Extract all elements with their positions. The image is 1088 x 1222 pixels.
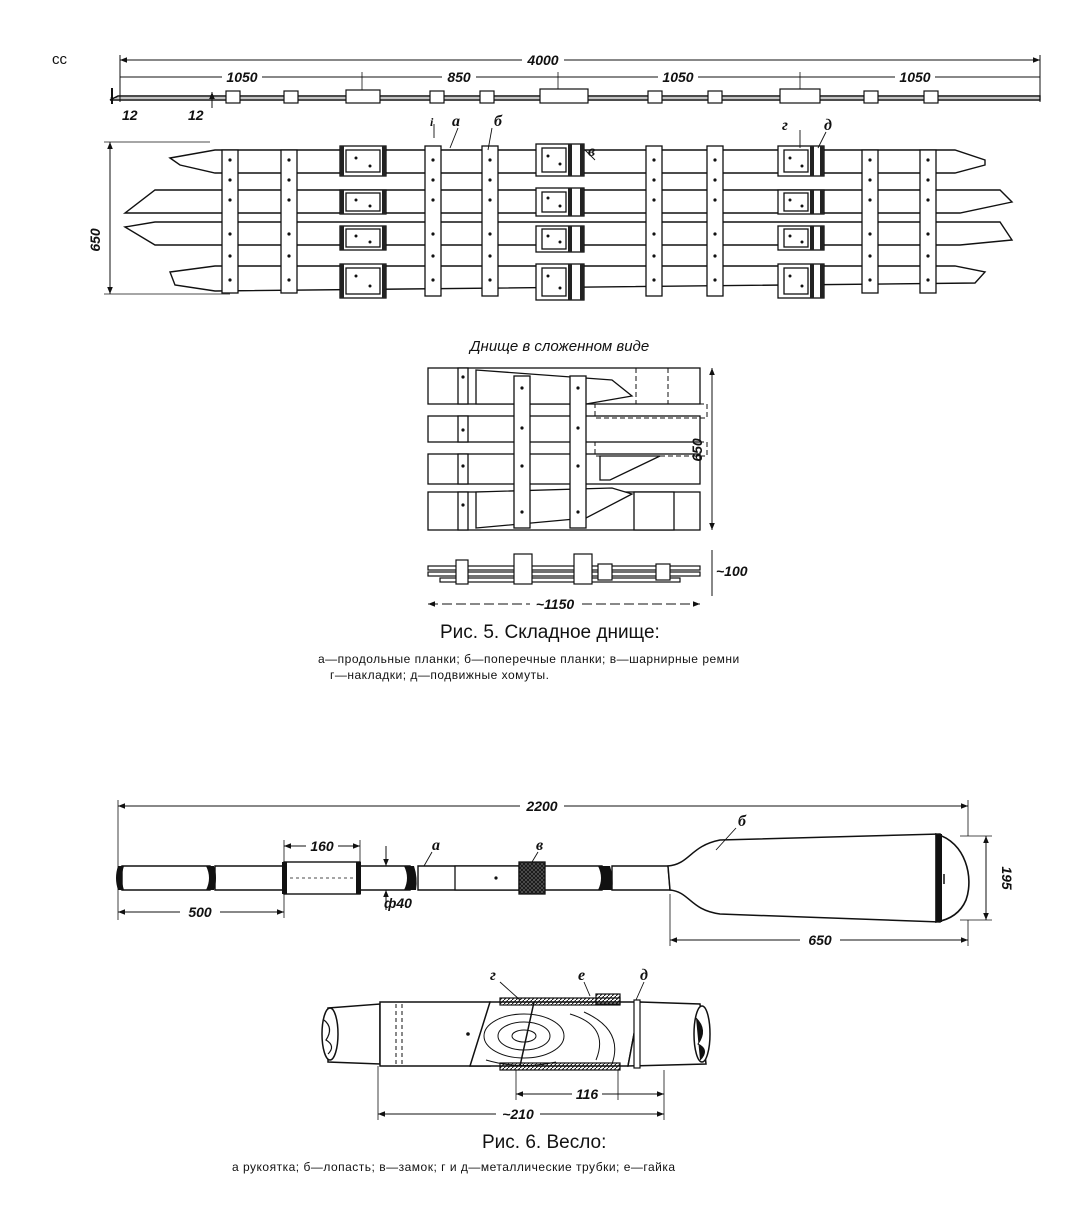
plan-rivets bbox=[228, 158, 930, 282]
dim-seg4: 1050 bbox=[899, 69, 930, 85]
oar-dim-650: 650 bbox=[808, 932, 832, 948]
joint-dim-116: 116 bbox=[576, 1086, 599, 1102]
oar-dim-195: 195 bbox=[999, 866, 1015, 890]
label-v: в bbox=[588, 143, 595, 160]
label-i: і bbox=[430, 115, 434, 129]
fig6-caption-title: Рис. 6. Весло: bbox=[482, 1132, 607, 1153]
oar-label-v: в bbox=[536, 837, 543, 854]
corner-mark: cc bbox=[52, 51, 68, 68]
folded-dim-1150: ~1150 bbox=[536, 596, 574, 612]
fig6-legend: а рукоятка; б—лопасть; в—замок; г и д—ме… bbox=[232, 1160, 676, 1174]
oar-dim-160: 160 bbox=[310, 838, 334, 854]
dim-end-12-left: 12 bbox=[122, 107, 138, 123]
fig5-caption-title: Рис. 5. Складное днище: bbox=[440, 622, 660, 643]
dim-total-4000: 4000 bbox=[526, 52, 558, 68]
label-a: а bbox=[452, 113, 460, 130]
fig5-legend-line2: г—накладки; д—подвижные хомуты. bbox=[330, 668, 550, 682]
oar-dim-diameter: ф40 bbox=[384, 895, 412, 911]
dim-end-12-mid: 12 bbox=[188, 107, 204, 123]
joint-label-e: е bbox=[578, 967, 585, 984]
fig5-folded-view: 650 ~1150 ~100 bbox=[427, 367, 748, 612]
fig6-oar: 2200 195 bbox=[116, 798, 1015, 948]
dim-width-650: 650 bbox=[87, 228, 103, 252]
oar-dim-500: 500 bbox=[188, 904, 212, 920]
fig5-plan-view: 650 bbox=[87, 113, 1014, 301]
fig6-joint-detail: г е д 116 ~210 bbox=[321, 967, 711, 1122]
dim-seg3: 1050 bbox=[662, 69, 693, 85]
oar-dim-2200: 2200 bbox=[525, 798, 557, 814]
label-b: б bbox=[494, 113, 503, 130]
dim-seg2: 850 bbox=[447, 69, 471, 85]
folded-dim-650: 650 bbox=[689, 438, 705, 462]
oar-label-a: а bbox=[432, 837, 440, 854]
folded-dim-100: ~100 bbox=[716, 563, 748, 579]
fig5-side-view: 4000 1050 850 1050 1050 12 bbox=[109, 52, 1041, 123]
oar-label-b: б bbox=[738, 813, 747, 830]
folded-view-title: Днище в сложенном виде bbox=[470, 338, 650, 355]
joint-dim-210: ~210 bbox=[502, 1106, 534, 1122]
dim-seg1: 1050 bbox=[226, 69, 257, 85]
joint-label-d: д bbox=[640, 967, 648, 984]
label-g: г bbox=[782, 117, 788, 134]
joint-label-g: г bbox=[490, 967, 496, 984]
fig5-legend-line1: а—продольные планки; б—поперечные планки… bbox=[318, 652, 740, 666]
label-d: д bbox=[824, 117, 832, 134]
